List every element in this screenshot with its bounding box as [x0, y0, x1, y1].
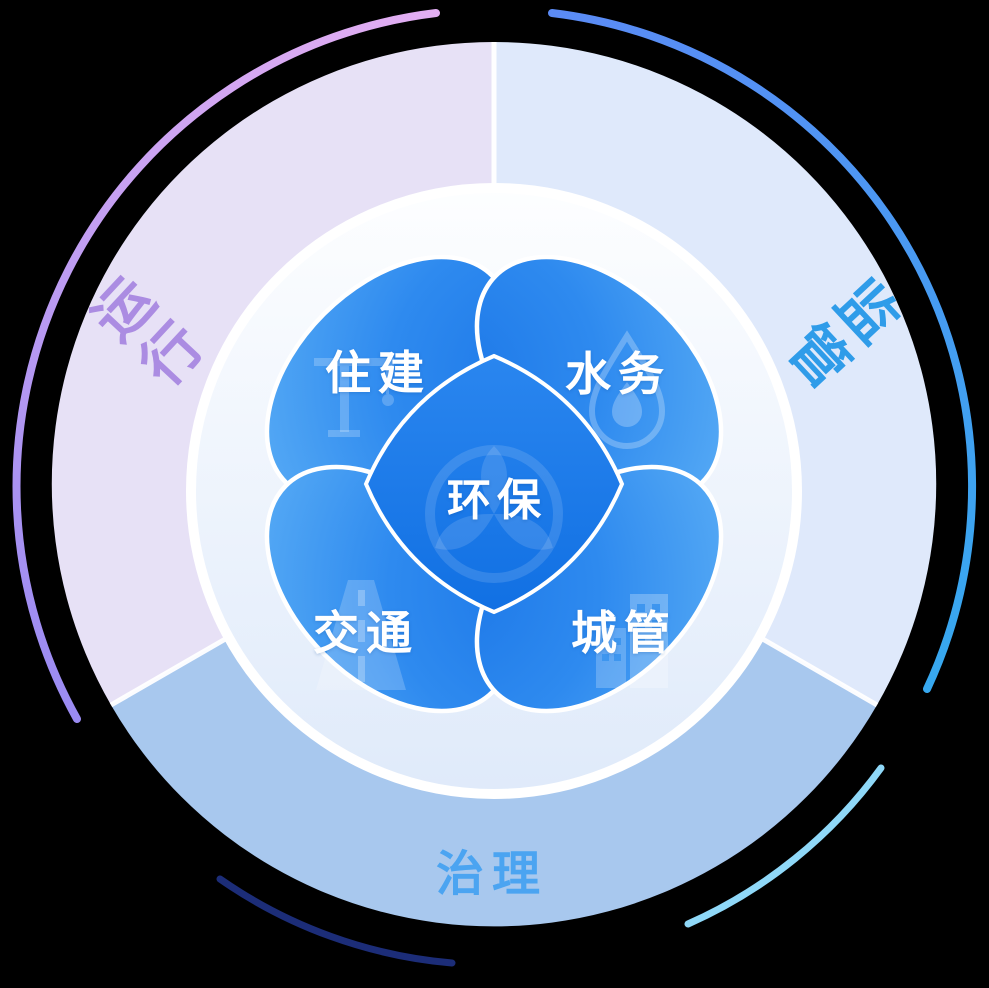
droplet-icon — [588, 330, 666, 449]
eco-leaf-icon — [425, 445, 563, 583]
crane-icon — [314, 358, 394, 437]
center-overlap — [363, 353, 625, 615]
arc-navy-icon — [216, 875, 456, 967]
petal-cluster — [264, 254, 724, 714]
center-label-environment: 环保 — [447, 475, 547, 526]
outer-arcs — [12, 9, 977, 967]
road-icon — [316, 580, 406, 690]
petal-label-water: 水务 — [565, 347, 671, 401]
petal-label-traffic: 交通 — [313, 606, 419, 660]
petal-label-urban-management: 城管 — [571, 606, 677, 660]
arc-purple-icon — [12, 9, 440, 723]
watermark-icons — [314, 330, 668, 690]
petal-label-housing: 住建 — [325, 346, 431, 400]
arc-blue-icon — [548, 9, 977, 693]
arc-cyan-icon — [684, 764, 885, 928]
buildings-icon — [596, 594, 668, 688]
sector-label-governance: 治理 — [435, 846, 549, 902]
